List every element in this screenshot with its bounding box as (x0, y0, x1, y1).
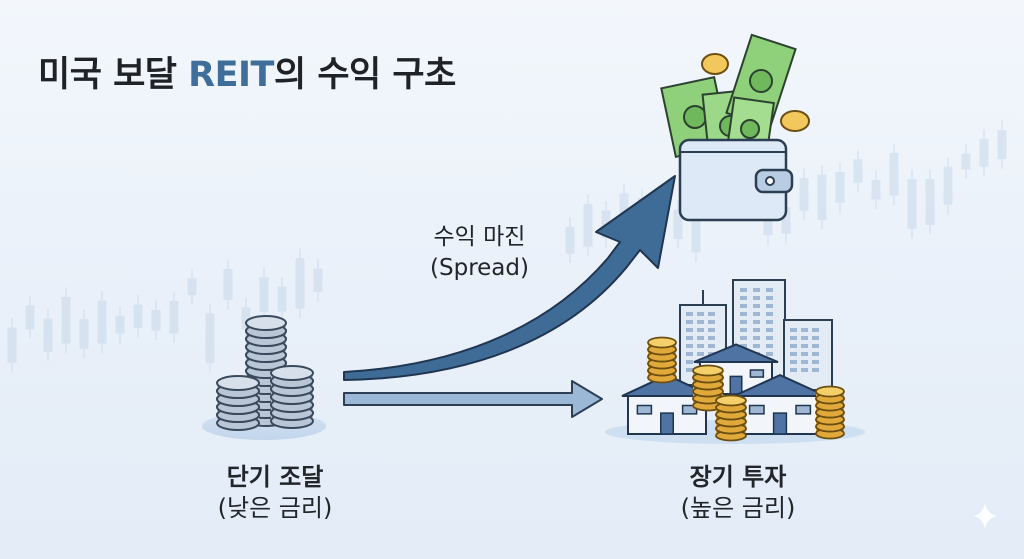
sparkle-icon (973, 503, 997, 529)
short-term-title: 단기 조달 (175, 462, 375, 493)
long-term-subtitle: (높은 금리) (628, 493, 848, 524)
long-term-title: 장기 투자 (628, 462, 848, 493)
short-term-subtitle: (낮은 금리) (175, 493, 375, 524)
title-highlight: REIT (188, 55, 274, 95)
page-title: 미국 보달 REIT의 수익 구초 (38, 46, 456, 97)
spread-label-subtitle: (Spread) (392, 253, 567, 284)
straight-right-arrow-icon (344, 381, 602, 417)
spread-label: 수익 마진 (Spread) (392, 222, 567, 284)
money-wallet-icon (661, 35, 809, 220)
spread-label-title: 수익 마진 (392, 222, 567, 253)
long-term-label: 장기 투자 (높은 금리) (628, 462, 848, 524)
short-term-label: 단기 조달 (낮은 금리) (175, 462, 375, 524)
stacked-coins-icon (202, 316, 326, 440)
